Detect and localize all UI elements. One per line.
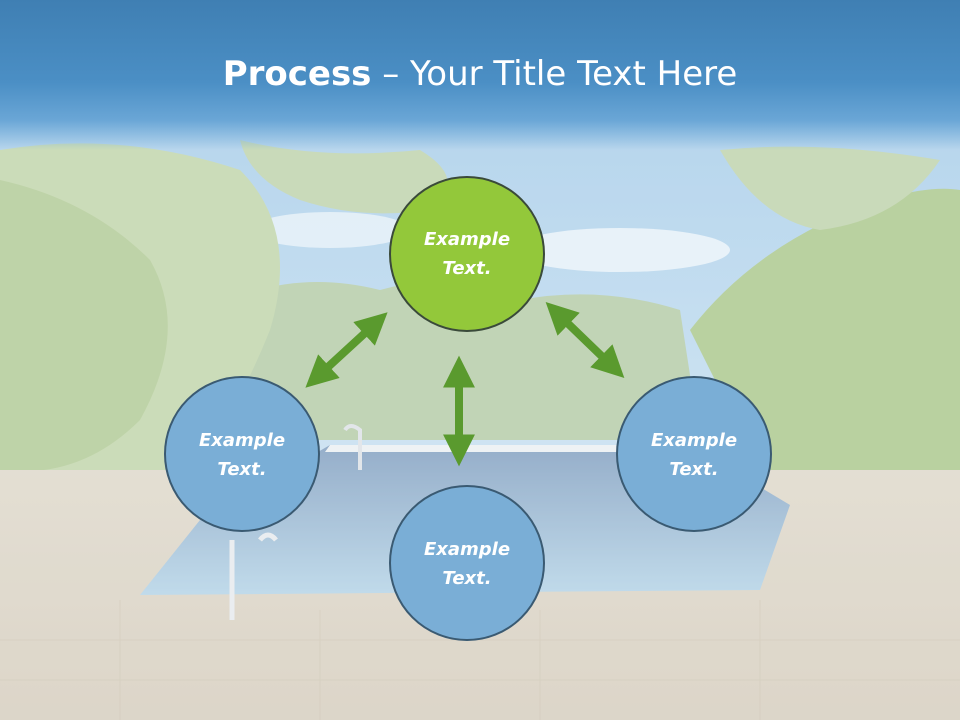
node-top-label: Example Text. [387, 225, 547, 283]
node-right-line1: Example [650, 430, 738, 451]
node-bottom-line2: Text. [442, 568, 492, 589]
node-left-circle [164, 376, 320, 532]
node-top-circle [389, 176, 545, 332]
node-bottom-circle [389, 485, 545, 641]
node-bottom-label: Example Text. [387, 535, 547, 593]
node-left-line2: Text. [217, 459, 267, 480]
arrow-top-right [545, 301, 625, 379]
slide-title: Process – Your Title Text Here [0, 52, 960, 96]
arrow-top-left [305, 312, 388, 388]
node-right-line2: Text. [669, 459, 719, 480]
title-rest-part: – Your Title Text Here [371, 54, 738, 94]
node-left-line1: Example [198, 430, 286, 451]
node-top-line1: Example [423, 229, 511, 250]
node-bottom-line1: Example [423, 539, 511, 560]
node-right-label: Example Text. [614, 426, 774, 484]
node-left-label: Example Text. [162, 426, 322, 484]
node-right-circle [616, 376, 772, 532]
node-top-line2: Text. [442, 258, 492, 279]
title-bar [0, 0, 960, 150]
title-bold-part: Process [222, 54, 372, 94]
